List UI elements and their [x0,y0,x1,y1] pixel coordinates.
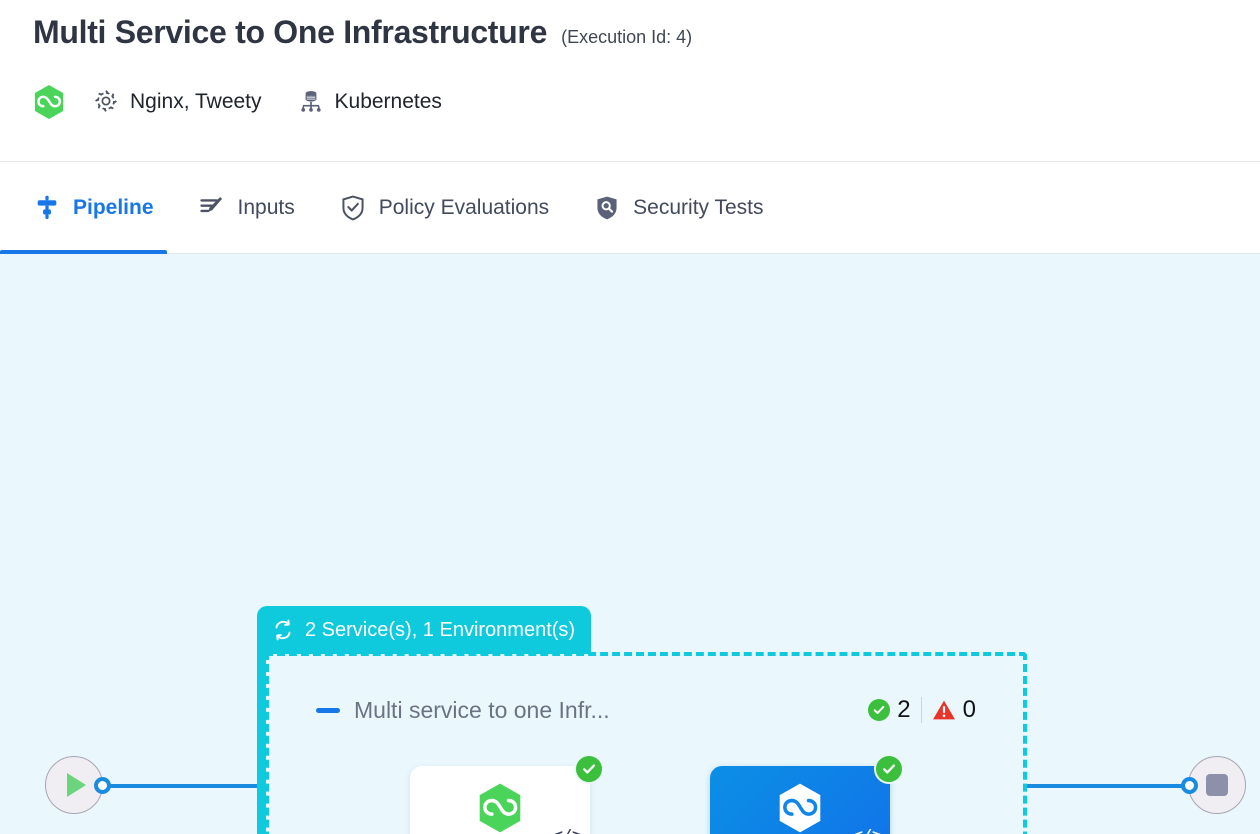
stop-icon [1206,774,1228,796]
page-title: Multi Service to One Infrastructure [33,14,548,50]
success-count-value: 2 [897,696,911,723]
check-circle-icon [574,754,604,784]
tab-bar: Pipeline Inputs Policy Evaluations [0,162,1260,254]
node-card[interactable]: </> [410,754,604,834]
gear-icon [93,88,121,116]
play-icon [67,773,86,797]
success-count-group: 2 [868,696,911,724]
infrastructure-meta: Kubernetes [298,88,442,116]
tab-security-tests[interactable]: Security Tests [593,162,764,254]
error-count-group: 0 [932,696,976,724]
end-node[interactable] [1188,756,1246,814]
warning-triangle-icon [932,699,956,721]
node-card[interactable]: </> [710,754,904,834]
tab-inputs[interactable]: Inputs [198,162,295,254]
execution-id: (Execution Id: 4) [561,27,693,47]
services-list: Nginx, Tweety [130,90,262,113]
start-node-handle[interactable] [94,777,111,794]
end-node-handle[interactable] [1181,777,1198,794]
count-divider [920,697,922,723]
page-header: Multi Service to One Infrastructure (Exe… [0,0,1260,162]
group-container[interactable] [265,652,1027,834]
tab-label: Security Tests [633,195,764,219]
shield-search-icon [593,194,621,222]
infrastructure-name: Kubernetes [334,90,442,113]
group-badge-label: 2 Service(s), 1 Environment(s) [305,618,576,641]
collapse-minus-icon[interactable] [316,707,340,713]
group-left-bar [257,649,266,834]
check-circle-icon [874,754,904,784]
title-row: Multi Service to One Infrastructure (Exe… [33,14,692,51]
hexagon-infinity-green-icon [477,782,523,834]
pipeline-node-icon [33,194,61,222]
service-node-tweety[interactable]: </> (Tweety,{"__uuid":... [710,754,904,834]
brand-hexagon-infinity-icon [33,82,67,122]
active-tab-underline [0,249,167,254]
service-node-nginx[interactable]: </> (Nginx): Multi service to one... [410,754,604,834]
loop-repeat-icon [271,618,295,642]
check-circle-icon [868,699,891,721]
kubernetes-cluster-icon [298,88,326,116]
services-meta: Nginx, Tweety [93,88,262,116]
meta-row: Nginx, Tweety [33,82,442,122]
start-node[interactable] [45,756,103,814]
pipeline-canvas[interactable]: 2 Service(s), 1 Environment(s) Multi ser… [0,254,1260,834]
code-brackets-icon[interactable]: </> [554,828,581,834]
tab-label: Policy Evaluations [378,195,550,219]
edge-group-to-end [1025,784,1193,788]
edit-pencil-icon [198,194,226,222]
group-title: Multi service to one Infr... [354,696,610,723]
group-header-row: Multi service to one Infr... 2 [316,688,976,732]
tab-pipeline[interactable]: Pipeline [0,162,167,254]
code-brackets-icon[interactable]: </> [854,828,881,834]
group-badge[interactable]: 2 Service(s), 1 Environment(s) [257,606,592,654]
group-status-counts: 2 0 [868,696,976,724]
tab-policy-evaluations[interactable]: Policy Evaluations [339,162,549,254]
edge-start-to-group [96,784,262,788]
error-count-value: 0 [962,696,976,723]
tab-label: Pipeline [73,195,154,219]
shield-check-icon [339,194,367,222]
hexagon-infinity-white-icon [777,782,823,834]
tab-label: Inputs [237,195,295,219]
